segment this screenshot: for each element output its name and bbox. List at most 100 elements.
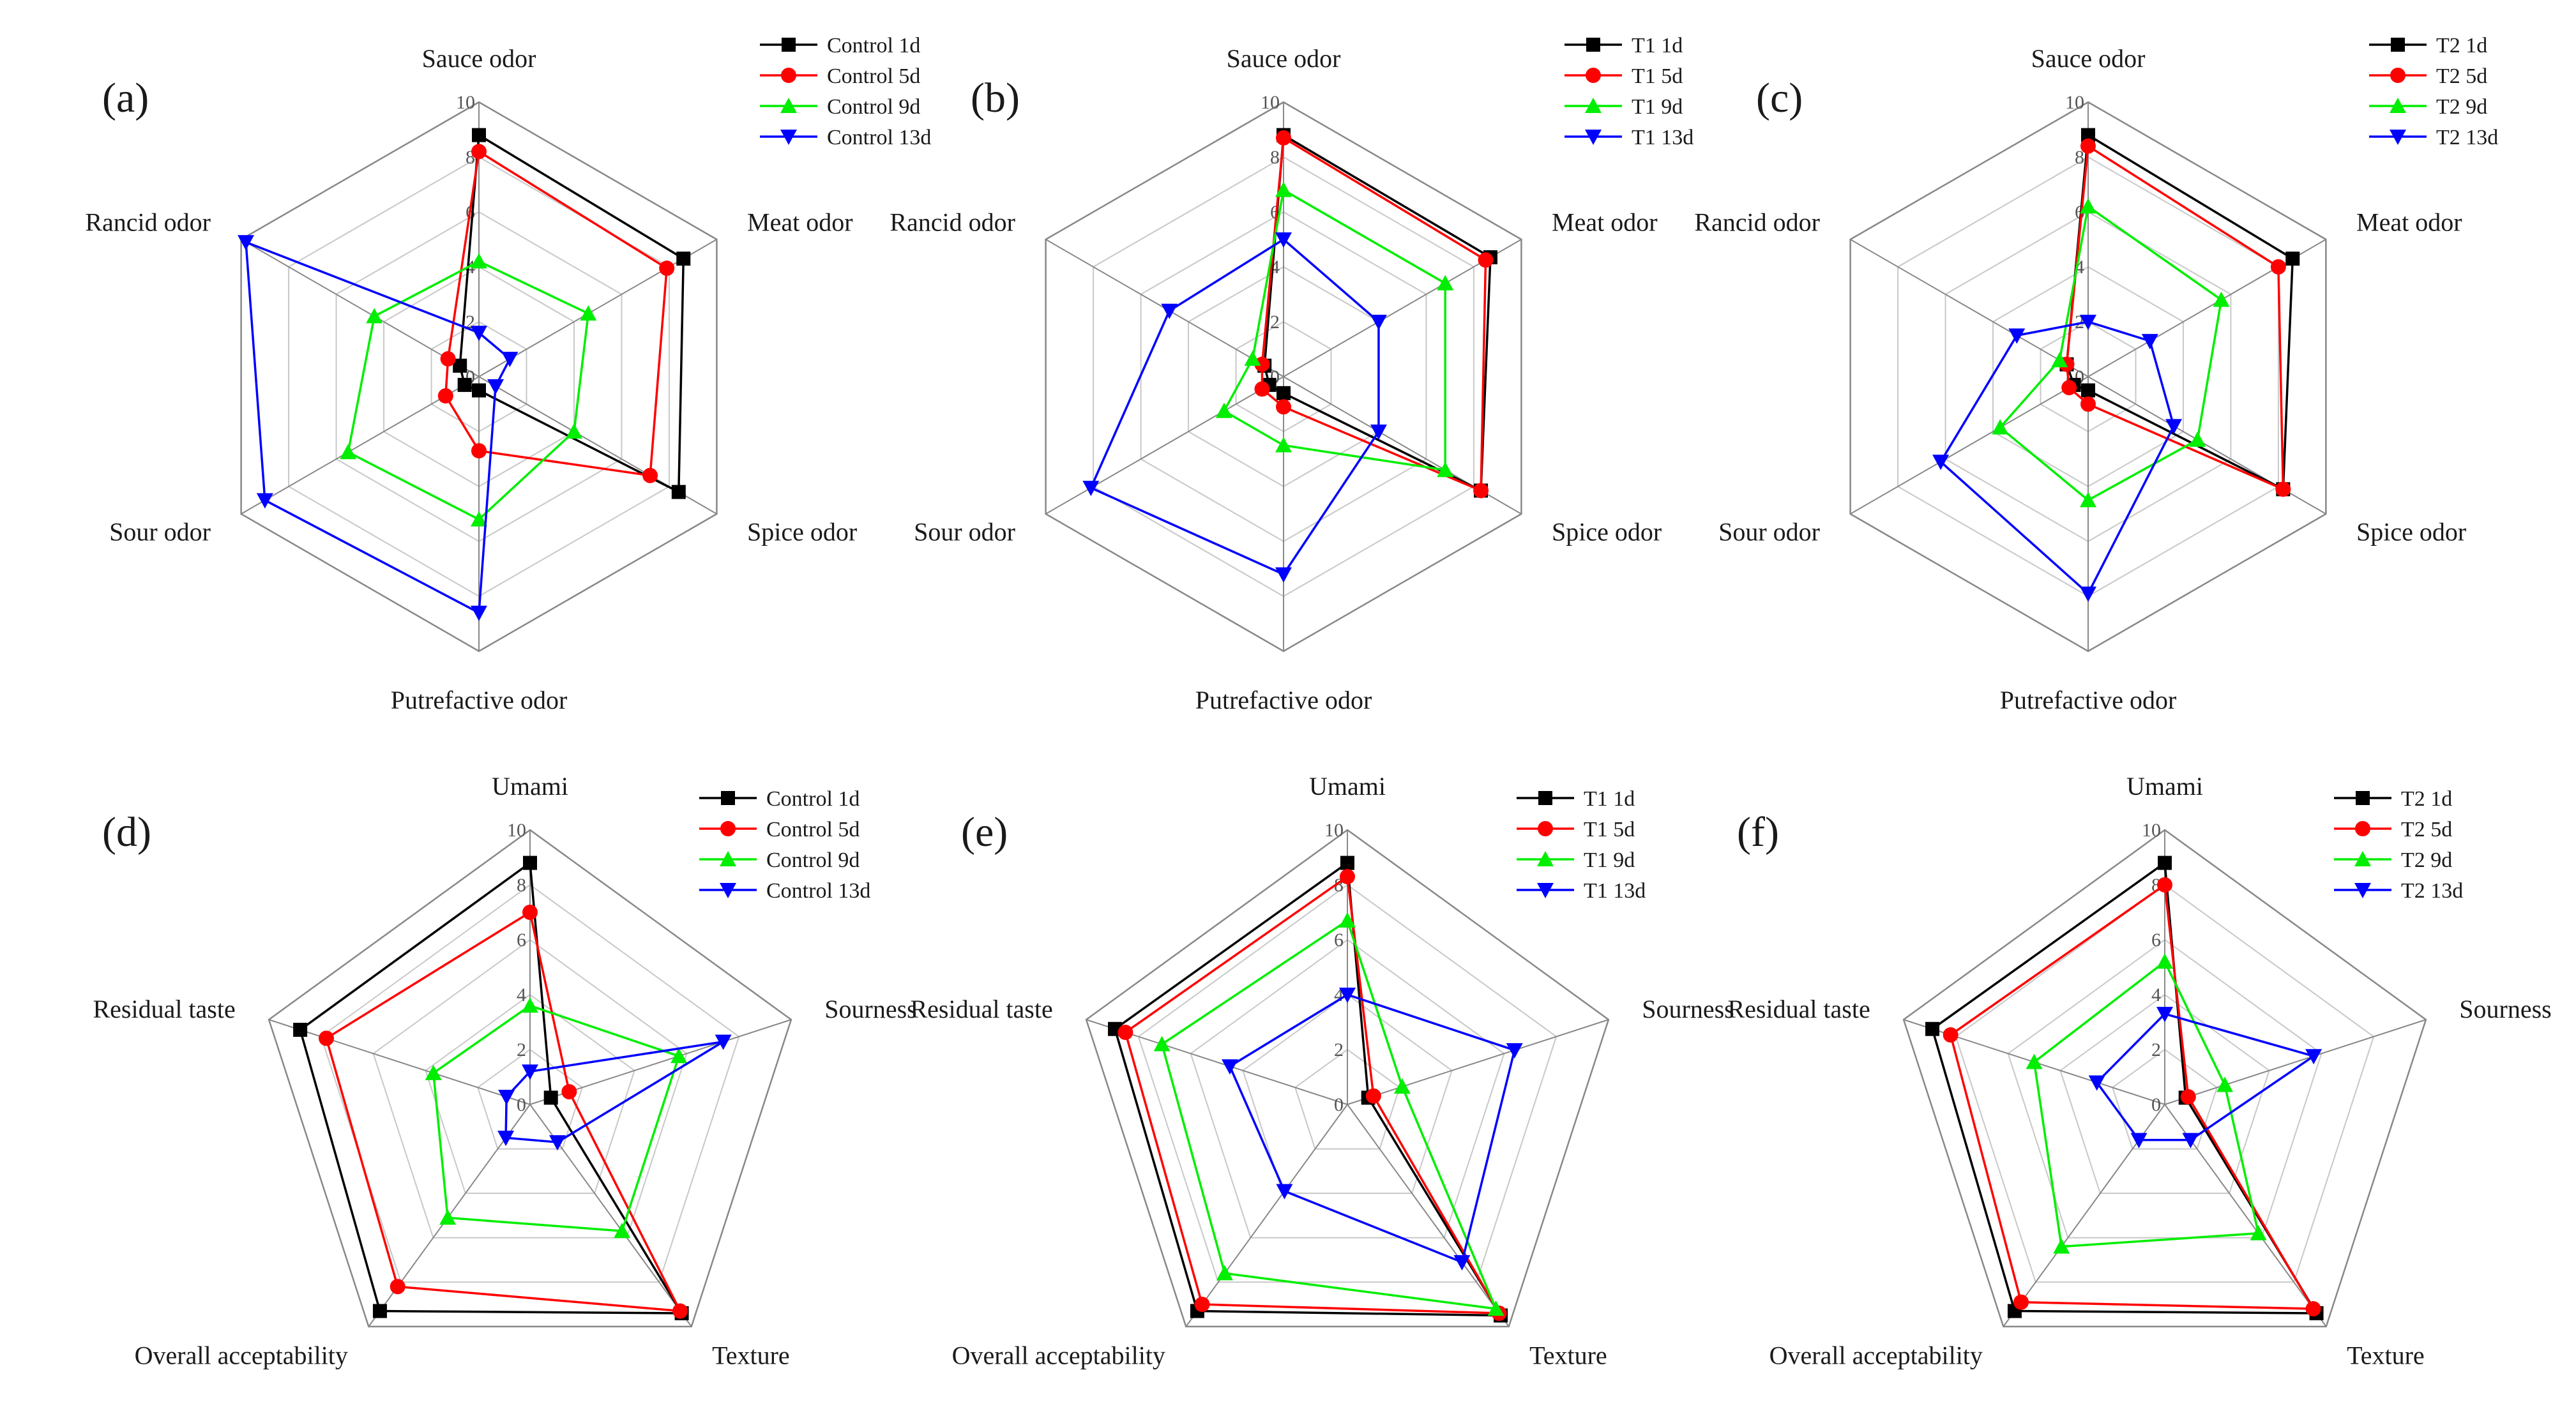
- legend-marker: [1585, 98, 1602, 113]
- data-point: [2270, 259, 2286, 275]
- grid-ring: [1085, 829, 1610, 1328]
- series: [453, 128, 691, 499]
- panel-label: (c): [1756, 75, 1803, 121]
- legend-marker: [1585, 130, 1602, 145]
- series: [2026, 953, 2267, 1254]
- data-point: [1276, 130, 1291, 146]
- legend-entry: T1 13d: [1584, 879, 1646, 903]
- data-point: [1216, 1265, 1233, 1281]
- tick-label: 10: [2065, 92, 2084, 113]
- data-point: [1437, 275, 1454, 290]
- data-point: [1370, 315, 1387, 330]
- data-point: [1340, 869, 1355, 885]
- tick-label: 8: [517, 875, 526, 896]
- legend-marker: [2391, 38, 2405, 52]
- data-point: [457, 377, 472, 392]
- series: [1221, 988, 1523, 1270]
- series: [1943, 877, 2321, 1317]
- axis-label: Putrefactive odor: [2000, 686, 2177, 714]
- legend-entry: T1 1d: [1632, 34, 1683, 57]
- data-point: [2008, 328, 2026, 344]
- data-point: [1453, 1255, 1471, 1270]
- data-point: [1506, 1043, 1523, 1059]
- data-point: [1365, 1088, 1381, 1104]
- data-point: [472, 383, 486, 398]
- data-point: [1473, 483, 1489, 499]
- data-point: [1393, 1078, 1411, 1094]
- tick-label: 2: [1334, 1039, 1344, 1060]
- axis-label: Sauce odor: [1227, 44, 1341, 73]
- data-point: [2130, 1133, 2148, 1149]
- data-point: [372, 1304, 387, 1318]
- data-point: [1254, 356, 1270, 372]
- data-point: [2081, 383, 2095, 398]
- panel-label: (e): [961, 809, 1008, 855]
- data-point: [437, 388, 453, 404]
- series: [1215, 181, 1454, 478]
- legend-marker: [781, 68, 796, 83]
- axis-spoke: [1045, 376, 1284, 515]
- data-point: [439, 1209, 457, 1225]
- data-point: [501, 352, 519, 368]
- data-point: [498, 1090, 515, 1106]
- legend-entry: T2 13d: [2401, 879, 2463, 903]
- data-point: [561, 1084, 577, 1100]
- tick-label: 10: [1261, 92, 1280, 113]
- legend-entry: Control 13d: [827, 126, 931, 149]
- legend-entry: T2 5d: [2401, 818, 2452, 841]
- axis-label: Rancid odor: [1694, 208, 1820, 237]
- series-line: [432, 1004, 681, 1233]
- data-point: [1118, 1025, 1133, 1041]
- data-point: [2285, 252, 2300, 266]
- series: [437, 144, 675, 483]
- data-point: [1932, 455, 1950, 471]
- axis-spoke: [1185, 1104, 1348, 1327]
- data-point: [2080, 586, 2096, 602]
- data-point: [1194, 1297, 1210, 1313]
- legend-entry: Control 9d: [766, 848, 860, 872]
- data-point: [2156, 953, 2173, 969]
- series: [497, 1034, 732, 1151]
- data-point: [1992, 419, 2009, 435]
- series-line: [1160, 919, 1498, 1311]
- legend-entry: T1 9d: [1584, 848, 1635, 872]
- series-line: [2095, 1013, 2317, 1142]
- data-point: [2081, 128, 2095, 142]
- tick-label: 0: [517, 1094, 526, 1115]
- series: [340, 253, 597, 527]
- panel-label: (f): [1737, 809, 1779, 855]
- legend-marker: [1586, 38, 1600, 52]
- legend-marker: [1537, 851, 1554, 866]
- legend-marker: [1537, 883, 1554, 898]
- legend-marker: [2390, 98, 2406, 113]
- data-point: [1276, 1184, 1293, 1200]
- legend-marker: [2354, 883, 2371, 898]
- tick-label: 10: [507, 820, 526, 841]
- axis-label: Sour odor: [1718, 518, 1820, 546]
- tick-label: 8: [1270, 147, 1280, 168]
- data-point: [1244, 350, 1261, 366]
- tick-label: 4: [2151, 984, 2161, 1006]
- legend-entry: T2 13d: [2436, 126, 2498, 149]
- data-point: [671, 1048, 688, 1064]
- axis-label: Putrefactive odor: [1195, 686, 1372, 714]
- data-point: [1215, 402, 1232, 418]
- data-point: [2156, 1007, 2173, 1023]
- series-line: [2033, 960, 2260, 1248]
- data-point: [1340, 855, 1354, 870]
- axis-label: Residual taste: [1727, 995, 1870, 1023]
- series: [238, 235, 519, 621]
- data-point: [2182, 1133, 2199, 1149]
- data-point: [2305, 1049, 2322, 1065]
- data-point: [580, 305, 597, 321]
- data-point: [2080, 315, 2096, 330]
- legend-marker: [780, 98, 797, 113]
- data-point: [2275, 481, 2291, 497]
- grid-ring: [372, 938, 688, 1239]
